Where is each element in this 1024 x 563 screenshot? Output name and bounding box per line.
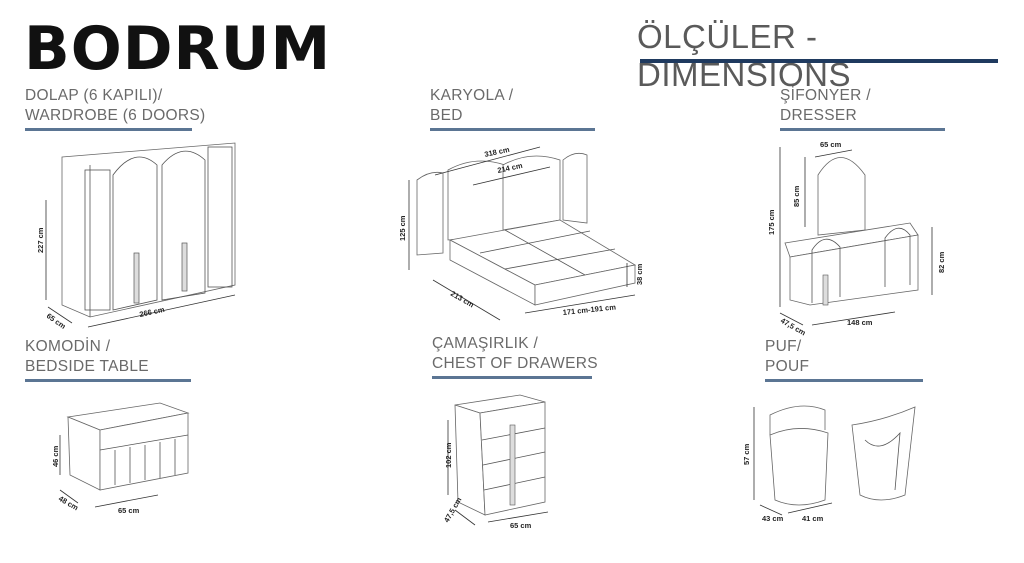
heading-underline (765, 379, 923, 382)
dim-mirror-width: 65 cm (820, 140, 842, 149)
dim-depth: 47,5 cm (779, 316, 808, 338)
heading-tr: ÇAMAŞIRLIK / (432, 335, 539, 352)
heading-en: BEDSIDE TABLE (25, 358, 149, 375)
section-heading-wardrobe: DOLAP (6 KAPILI)/ WARDROBE (6 DOORS) (25, 86, 206, 131)
heading-tr: KARYOLA / (430, 87, 514, 104)
heading-tr: PUF/ (765, 338, 802, 355)
wardrobe-drawing: 227 cm 65 cm 266 cm (36, 142, 236, 331)
dim-width: 148 cm (847, 318, 873, 327)
dim-width: 65 cm (118, 506, 140, 515)
page-title: ÖLÇÜLER - DIMENSIONS (637, 18, 852, 93)
title-underline (640, 59, 998, 63)
heading-underline (430, 128, 595, 131)
dim-total-width: 318 cm (484, 145, 511, 159)
dim-inner: 171 cm-191 cm (562, 302, 616, 317)
dim-mirror-height: 85 cm (792, 185, 801, 207)
dim-height: 57 cm (742, 443, 751, 465)
heading-tr: ŞİFONYER / (780, 87, 871, 104)
heading-en: CHEST OF DRAWERS (432, 355, 598, 372)
chest-drawing: 102 cm 47,5 cm 65 cm (442, 394, 549, 530)
dim-width: 41 cm (802, 514, 824, 523)
dim-length: 213 cm (449, 289, 476, 310)
section-heading-dresser: ŞİFONYER / DRESSER (780, 86, 945, 131)
heading-tr: KOMODİN / (25, 338, 111, 355)
dim-depth: 47,5 cm (442, 495, 464, 524)
heading-en: DRESSER (780, 107, 858, 124)
heading-tr: DOLAP (6 KAPILI)/ (25, 87, 163, 104)
heading-underline (780, 128, 945, 131)
dim-height: 82 cm (937, 251, 946, 273)
dresser-drawing: 175 cm 85 cm 65 cm 82 cm 47,5 cm 148 cm (767, 140, 946, 338)
section-heading-bedside: KOMODİN / BEDSIDE TABLE (25, 337, 191, 382)
slat-pattern (114, 439, 176, 485)
heading-en: WARDROBE (6 DOORS) (25, 107, 206, 124)
heading-underline (25, 379, 191, 382)
pouf-drawing: 57 cm 43 cm 41 cm (742, 405, 916, 523)
dim-total-height: 175 cm (767, 209, 776, 235)
brand-title: BODRUM (24, 14, 332, 84)
heading-en: BED (430, 107, 463, 124)
heading-underline (25, 128, 192, 131)
heading-en: POUF (765, 358, 810, 375)
section-heading-pouf: PUF/ POUF (765, 337, 923, 382)
dim-height: 125 cm (398, 215, 407, 241)
dim-depth: 48 cm (57, 494, 80, 513)
dim-height: 46 cm (51, 445, 60, 467)
dim-width: 65 cm (510, 521, 532, 530)
dim-frame-height: 38 cm (635, 263, 644, 285)
dim-depth: 65 cm (45, 311, 68, 331)
bedside-drawing: 46 cm 48 cm 65 cm (51, 402, 190, 515)
dim-height: 102 cm (444, 442, 453, 468)
dim-width: 266 cm (139, 305, 166, 319)
dim-depth: 43 cm (762, 514, 784, 523)
section-heading-bed: KARYOLA / BED (430, 86, 595, 131)
bed-drawing: 318 cm 214 cm 125 cm 213 cm 171 cm-191 c… (398, 145, 644, 321)
section-heading-chest: ÇAMAŞIRLIK / CHEST OF DRAWERS (432, 334, 598, 379)
heading-underline (432, 376, 592, 379)
dim-height: 227 cm (36, 227, 45, 253)
